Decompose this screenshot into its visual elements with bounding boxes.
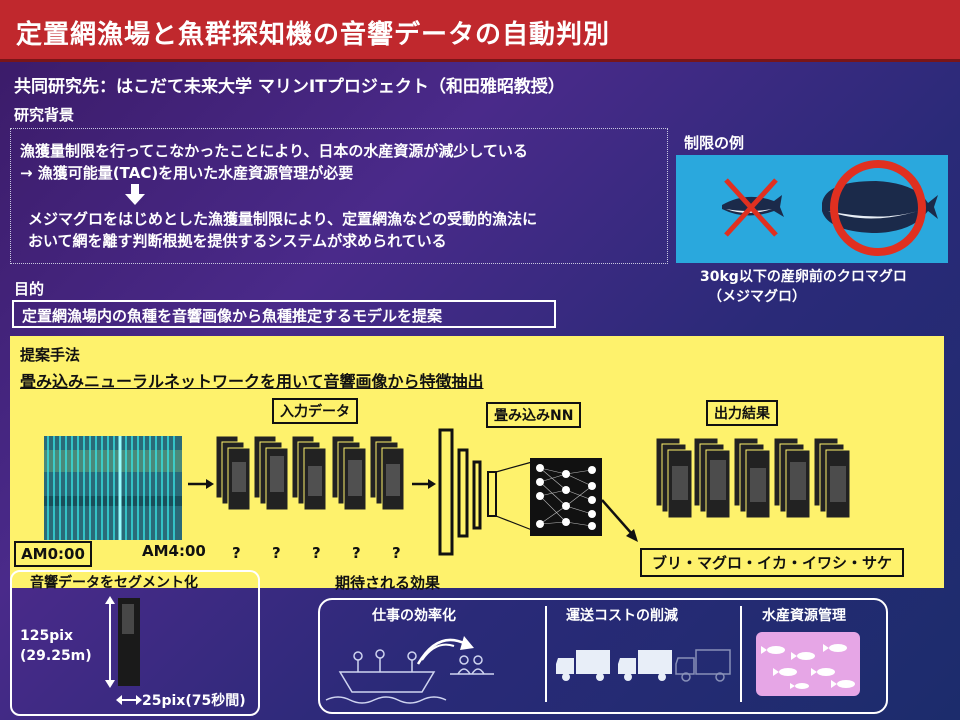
restriction-heading: 制限の例 (684, 134, 745, 152)
background-line-4: おいて網を離す判断根拠を提供するシステムが求められている (28, 232, 447, 250)
fishing-boat-icon (325, 643, 455, 704)
segment-height-meters: (29.25m) (20, 648, 92, 664)
arrow-diagonal-icon (601, 499, 638, 542)
neural-network-icon (530, 458, 602, 536)
segment-panel (10, 570, 260, 716)
expected-effects-heading: 期待される効果 (335, 574, 441, 592)
title-bar (0, 0, 960, 62)
truck-icon (556, 650, 610, 681)
goal-heading: 目的 (14, 280, 45, 298)
sonar-echogram (44, 436, 182, 540)
height-arrow-icon (105, 596, 115, 688)
background-line-1: 漁獲量制限を行ってこなかったことにより、日本の水産資源が減少している (20, 142, 528, 160)
effect-efficiency-label: 仕事の効率化 (372, 608, 456, 624)
cross-icon (724, 178, 778, 237)
am-end-label: AM4:00 (142, 542, 206, 560)
cnn-label: 畳み込みNN (486, 402, 582, 428)
unknown-mark: ? (272, 544, 281, 562)
output-image-stacks (655, 437, 851, 519)
method-heading: 提案手法 (20, 346, 81, 364)
divider (740, 606, 742, 702)
truck-icon (618, 650, 672, 681)
effect-cost-label: 運送コストの削減 (566, 608, 678, 624)
unknown-mark: ? (312, 544, 321, 562)
effects-panel (318, 598, 888, 714)
goal-text: 定置網漁場内の魚種を音響画像から魚種推定するモデルを提案 (12, 300, 556, 328)
restriction-caption: 30kg以下の産卵前のクロマグロ (700, 269, 907, 285)
output-label: 出力結果 (706, 400, 778, 426)
unknown-mark: ? (352, 544, 361, 562)
method-subtitle: 畳み込みニューラルネットワークを用いて音響画像から特徴抽出 (20, 372, 484, 391)
background-line-3: メジマグロをはじめとした漁獲量制限により、定置網漁などの受動的漁法に (28, 210, 538, 228)
effects-illustrations (325, 632, 860, 704)
width-arrow-icon (116, 695, 142, 705)
am-start-label: AM0:00 (14, 541, 92, 567)
segment-width-label: 25pix(75秒間) (142, 693, 246, 709)
background-heading: 研究背景 (14, 106, 75, 124)
segment-diagram (105, 596, 142, 705)
collaborator-text: 共同研究先：はこだて未来大学 マリンITプロジェクト（和田雅昭教授） (14, 77, 565, 97)
arrow-down-icon (125, 184, 145, 205)
truck-outline-icon (675, 649, 731, 682)
restriction-illustration (676, 155, 948, 263)
unknown-mark: ? (392, 544, 401, 562)
input-image-stacks (215, 435, 405, 511)
arrow-right-icon (412, 479, 436, 489)
curved-arrow-icon (416, 636, 474, 665)
background-box (10, 128, 668, 264)
segment-height-label: 125pix (20, 628, 74, 644)
fish-school-icon (756, 632, 860, 696)
output-classes: ブリ・マグロ・イカ・イワシ・サケ (640, 548, 905, 577)
large-tuna-icon (822, 181, 938, 233)
background-line-2: → 漁獲可能量(TAC)を用いた水産資源管理が必要 (20, 164, 354, 182)
cnn-layers (438, 428, 533, 556)
people-icon (450, 655, 494, 675)
input-data-label: 入力データ (272, 398, 358, 424)
restriction-caption-sub: （メジマグロ） (708, 289, 806, 305)
arrow-right-icon (188, 479, 214, 489)
segment-heading: 音響データをセグメント化 (30, 575, 198, 591)
unknown-mark: ? (232, 544, 241, 562)
page-title: 定置網漁場と魚群探知機の音響データの自動判別 (16, 20, 611, 50)
effect-resource-label: 水産資源管理 (762, 608, 846, 624)
divider (545, 606, 547, 702)
circle-mark-icon (830, 160, 926, 256)
